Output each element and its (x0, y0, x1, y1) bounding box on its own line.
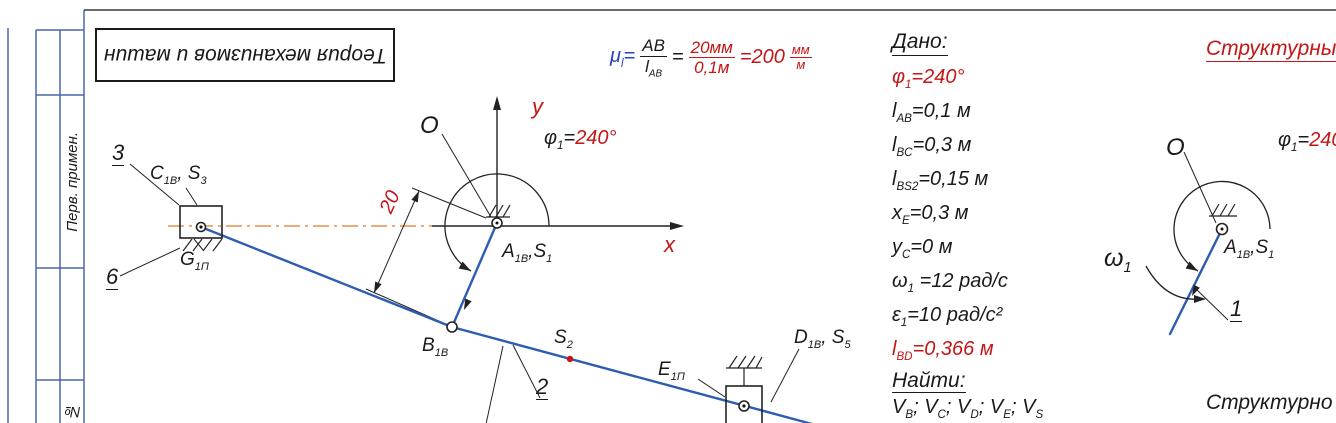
given-item-lab: lAB=0,1 м (892, 100, 971, 125)
leader-lines (119, 133, 800, 423)
joint-center-dots (199, 221, 746, 408)
margin-box-perv-primen: Перв. примен. (60, 95, 84, 268)
given-item-lbc: lBC=0,3 м (892, 134, 972, 159)
formula-mu: μl= (610, 45, 636, 71)
label-joint-E: E1П (658, 359, 685, 383)
stamp-title: Теория механизмов и машин (103, 44, 387, 67)
omega-arrowhead (1194, 295, 1206, 303)
crank-arrow-structural (1192, 284, 1200, 296)
formula-fraction-values: 20мм 0,1м (688, 37, 735, 78)
slider-E (725, 385, 763, 423)
margin-label-top: Перв. примен. (63, 131, 81, 232)
label-joint-G: G1П (180, 249, 209, 273)
formula-units: мм м (789, 41, 812, 73)
given-block: Дано: φ1=240° lAB=0,1 м lBC=0,3 м lBS2=0… (892, 30, 1008, 366)
slider-C (179, 205, 223, 239)
scale-formula: μl= AB lAB = 20мм 0,1м =200 мм м (610, 36, 812, 79)
structural-label-joint-A: A1B,S1 (1224, 237, 1275, 261)
mechanism-links (199, 221, 813, 423)
formula-result: =200 (739, 46, 785, 69)
given-heading: Дано: (892, 30, 948, 56)
structural-label-link-1: 1 (1230, 296, 1243, 322)
joint-A-structural-dot (1220, 227, 1224, 231)
sheet-frame-lines (7, 10, 85, 423)
coordinate-axes (432, 96, 684, 230)
title-stamp: Теория механизмов и машин (95, 28, 395, 82)
label-axis-x: x (664, 232, 675, 257)
label-point-S2: S2 (554, 327, 573, 351)
margin-label-bottom: б. № (63, 403, 81, 423)
label-phi1-angle: φ1=240° (544, 127, 617, 152)
given-item-phi1: φ1=240° (892, 66, 965, 91)
given-item-lbs2: lBS2=0,15 м (892, 168, 989, 193)
dimension-arrow-bottom (374, 281, 382, 293)
given-item-xe: xE=0,3 м (892, 202, 969, 227)
label-origin-O: O (420, 112, 439, 139)
given-item-eps1: ε1=10 рад/с² (892, 304, 1003, 329)
leader-lines-structural (1183, 151, 1229, 321)
formula-eq2: = (671, 46, 684, 69)
ground-mount-structural (1209, 203, 1237, 217)
ground-hatch-C (182, 238, 223, 252)
label-joint-C: C1B, S3 (150, 163, 207, 187)
label-link-2: 2 (536, 374, 549, 400)
label-axis-y: y (532, 94, 543, 119)
given-item-omega1: ω1 =12 рад/с (892, 270, 1008, 295)
find-heading: Найти: (892, 369, 966, 393)
margin-box-sprav: б. № (60, 380, 84, 423)
structural-label-phi1: φ1=240° (1278, 129, 1336, 154)
phi-arc-arrow (458, 261, 471, 271)
phi-angle-arc-structural (1173, 180, 1271, 272)
label-link-6: 6 (106, 264, 119, 290)
given-item-yc: yC=0 м (892, 236, 953, 261)
label-joint-A: A1B,S1 (502, 241, 553, 265)
label-joint-D: D1B, S5 (794, 327, 851, 351)
crank-structural (1168, 227, 1224, 336)
label-joint-B: B1B (422, 335, 449, 359)
ground-hatch-E (726, 355, 763, 386)
phi-angle-arc (444, 173, 550, 272)
revolute-joints (195, 217, 750, 412)
label-link-3: 3 (112, 140, 125, 166)
find-values: VB; VC; VD; VE; VS (892, 396, 1044, 421)
structural-label-O: O (1166, 134, 1185, 161)
dimension-arrow-top (411, 191, 419, 203)
structural-heading: Структурный (1206, 38, 1336, 62)
omega-rotation-arrow (1145, 265, 1201, 300)
structural-label-omega1: ω1 (1104, 244, 1132, 276)
structural-footer: Структурно (1206, 391, 1333, 414)
phi-arc-arrow-structural (1185, 261, 1198, 271)
given-item-lbd: lBD=0,366 м (892, 338, 994, 363)
point-S2-dot (566, 355, 574, 363)
crank-direction-arrow (464, 298, 472, 310)
formula-fraction-ab: AB lAB (640, 36, 667, 79)
